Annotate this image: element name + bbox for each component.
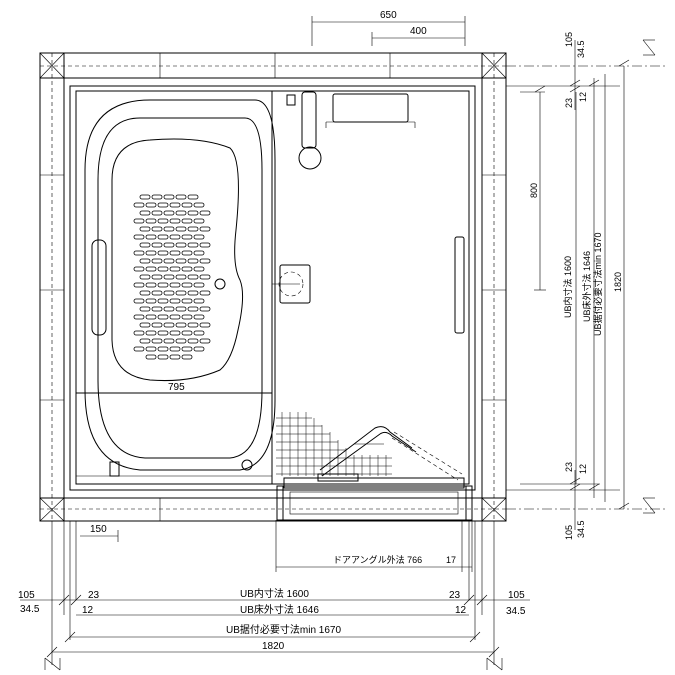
dim-right-34-5-bottom: 34.5 bbox=[576, 520, 586, 538]
dim-right-800: 800 bbox=[529, 183, 539, 198]
dim-right-23-bottom: 23 bbox=[564, 462, 574, 472]
tub-width-dimension: 795 bbox=[80, 382, 272, 394]
dim-bottom-34-5-left: 34.5 bbox=[20, 604, 40, 615]
dim-bottom-ub-inner: UB内寸法 1600 bbox=[240, 587, 309, 600]
dim-150-group: 150 bbox=[80, 524, 119, 542]
tub-drain-slots bbox=[133, 194, 211, 360]
door-frame-dimension: ドアアングル外法 766 17 bbox=[275, 520, 473, 572]
dim-bottom-ub-min: UB据付必要寸法min 1670 bbox=[226, 623, 341, 636]
dim-right-12-top: 12 bbox=[578, 92, 588, 102]
floor-tile-grid bbox=[276, 412, 392, 476]
dim-bottom-105-left: 105 bbox=[18, 590, 35, 601]
dim-bottom-12-right: 12 bbox=[455, 605, 467, 616]
floor-drain bbox=[272, 264, 311, 304]
shower-faucet bbox=[286, 91, 322, 170]
dim-door-frame: ドアアングル外法 766 bbox=[333, 554, 422, 565]
dim-right-105-bottom: 105 bbox=[564, 525, 574, 540]
dim-bottom-23-left: 23 bbox=[88, 590, 100, 601]
dim-bottom-34-5-right: 34.5 bbox=[506, 606, 526, 617]
dim-top-650: 650 bbox=[380, 10, 397, 21]
section-markers bbox=[44, 39, 656, 671]
dim-right-34-5-top: 34.5 bbox=[576, 40, 586, 58]
dim-bottom-ub-outer: UB床外寸法 1646 bbox=[240, 603, 319, 616]
outer-walls bbox=[39, 52, 507, 522]
dim-door-17: 17 bbox=[446, 555, 456, 565]
dim-right-ub-outer: UB床外寸法 1646 bbox=[581, 251, 592, 322]
dim-bottom-150: 150 bbox=[90, 524, 107, 535]
dim-top-400: 400 bbox=[410, 26, 427, 37]
bathtub bbox=[84, 99, 276, 477]
dim-right-12-bottom: 12 bbox=[578, 464, 588, 474]
right-dimensions: 105 34.5 23 12 800 UB内寸法 1600 UB床外寸法 164… bbox=[506, 32, 665, 540]
dim-right-1820: 1820 bbox=[613, 272, 623, 292]
dim-bottom-1820: 1820 bbox=[262, 641, 285, 652]
dim-right-23-top: 23 bbox=[564, 98, 574, 108]
dim-bottom-12-left: 12 bbox=[82, 605, 94, 616]
shelf-counter bbox=[332, 93, 409, 123]
dim-bottom-23-right: 23 bbox=[449, 590, 461, 601]
dim-bottom-105-right: 105 bbox=[508, 590, 525, 601]
top-dimensions: 650 400 bbox=[311, 10, 466, 46]
folding-door bbox=[276, 426, 473, 521]
dim-right-ub-inner: UB内寸法 1600 bbox=[562, 256, 573, 318]
dim-tub-795: 795 bbox=[168, 382, 185, 393]
grab-bar bbox=[454, 236, 465, 334]
bottom-dimensions: 105 34.5 23 12 UB内寸法 1600 23 105 UB床外寸法 … bbox=[18, 521, 530, 665]
dim-right-ub-min: UB据付必要寸法min 1670 bbox=[592, 232, 603, 336]
dim-right-105-top: 105 bbox=[564, 32, 574, 47]
